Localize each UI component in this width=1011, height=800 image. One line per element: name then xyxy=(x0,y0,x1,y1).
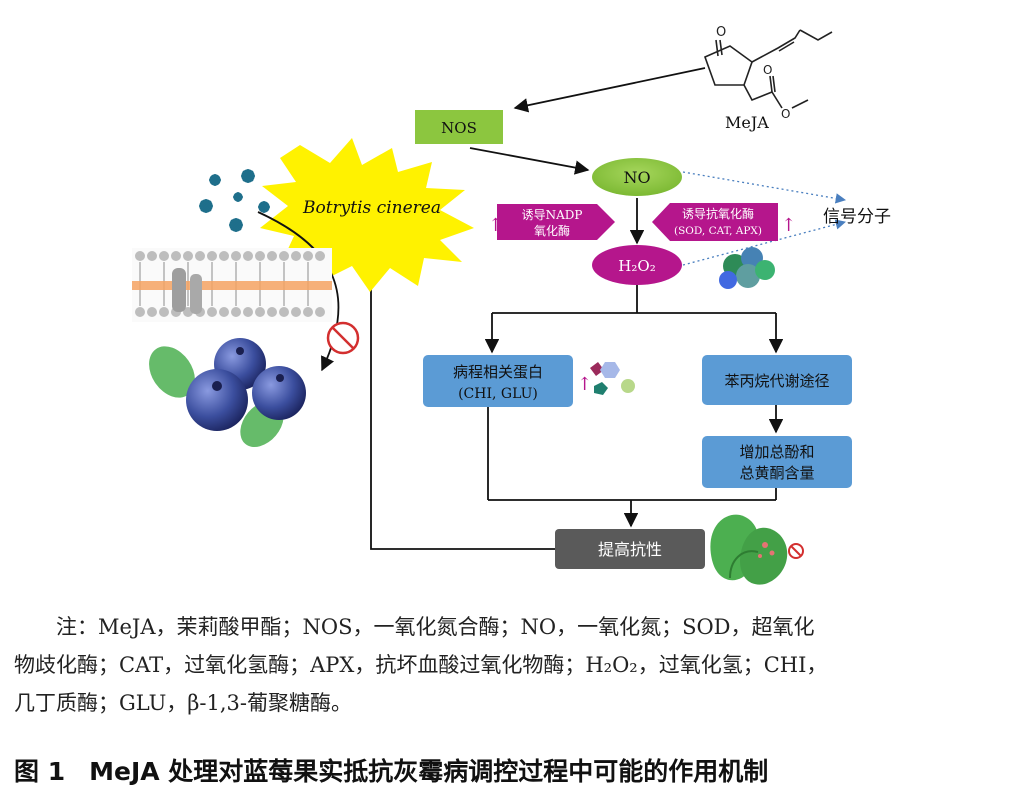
signal-molecule-label: 信号分子 xyxy=(823,207,891,227)
pathogen-spores-icon xyxy=(199,169,270,232)
cell-membrane-icon xyxy=(132,248,332,322)
note-line-3: 几丁质酶；GLU，β-1,3-葡聚糖酶。 xyxy=(14,691,352,715)
feedback-arrow-to-botrytis xyxy=(363,260,555,550)
nadph-line-1: 诱导NADP xyxy=(522,208,583,222)
h2o2-label: H₂O₂ xyxy=(618,257,655,275)
botrytis-label: Botrytis cinerea xyxy=(302,198,441,218)
phenylpropanoid-box xyxy=(702,355,852,405)
phenols-flavonoids-box xyxy=(702,436,852,488)
svg-text:O: O xyxy=(763,63,772,77)
phenol-line-1: 增加总酚和 xyxy=(739,443,814,461)
antioxidant-line-1: 诱导抗氧化酶 xyxy=(682,206,754,221)
pr-up-arrow: ↑ xyxy=(577,374,592,395)
meja-structure-icon: O O O xyxy=(703,25,833,121)
nos-box xyxy=(415,110,503,144)
figure-caption: 图 1 MeJA 处理对蓝莓果实抵抗灰霉病调控过程中可能的作用机制 xyxy=(14,752,999,788)
h2o2-ellipse xyxy=(592,245,682,285)
nadph-oxidase-arrow-box xyxy=(497,204,615,240)
antioxidant-line-2: (SOD, CAT, APX) xyxy=(674,225,762,237)
inhibition-symbol-icon xyxy=(326,321,360,355)
phenylpropanoid-label: 苯丙烷代谢途径 xyxy=(724,372,829,390)
strawberry-leaf-icon xyxy=(710,514,788,585)
nadph-up-arrow: ↑ xyxy=(488,215,503,236)
dotted-no-to-signal xyxy=(682,171,847,204)
pr-protein-shapes-icon xyxy=(590,362,635,395)
no-ellipse xyxy=(592,158,682,196)
pr-line-2: (CHI, GLU) xyxy=(458,386,538,402)
figure-note: 注：MeJA，茉莉酸甲酯；NOS，一氧化氮合酶；NO，一氧化氮；SOD，超氧化 … xyxy=(14,608,999,722)
enzyme-protein-icon xyxy=(719,247,775,289)
meja-label: MeJA xyxy=(725,113,769,132)
resistance-label: 提高抗性 xyxy=(598,540,662,559)
figure-number: 图 1 xyxy=(14,757,66,786)
no-infection-symbol-icon xyxy=(788,543,804,559)
nos-label: NOS xyxy=(441,119,477,137)
svg-text:O: O xyxy=(781,107,790,121)
pr-line-1: 病程相关蛋白 xyxy=(453,363,543,381)
no-label: NO xyxy=(623,168,650,187)
arrow-meja-to-nos xyxy=(513,67,706,113)
figure-title: MeJA 处理对蓝莓果实抵抗灰霉病调控过程中可能的作用机制 xyxy=(89,757,769,786)
arrow-nos-to-no xyxy=(469,147,590,175)
phenol-line-2: 总黄酮含量 xyxy=(739,464,814,482)
blueberry-fruit-icon xyxy=(149,338,306,448)
mechanism-diagram: O O O MeJA NOS NO 信号分子 诱导NADP 氧化酶 ↑ 诱导抗氧… xyxy=(132,25,891,585)
antioxidant-up-arrow: ↑ xyxy=(781,215,796,236)
antioxidant-arrow-box xyxy=(652,203,778,241)
note-line-2: 物歧化酶；CAT，过氧化氢酶；APX，抗坏血酸过氧化物酶；H₂O₂，过氧化氢；C… xyxy=(14,653,828,677)
note-line-1: 注：MeJA，茉莉酸甲酯；NOS，一氧化氮合酶；NO，一氧化氮；SOD，超氧化 xyxy=(56,615,815,639)
resistance-box xyxy=(555,529,705,569)
botrytis-burst xyxy=(260,138,474,292)
nadph-line-2: 氧化酶 xyxy=(534,223,570,238)
svg-text:O: O xyxy=(716,25,726,40)
pr-proteins-box xyxy=(423,355,573,407)
